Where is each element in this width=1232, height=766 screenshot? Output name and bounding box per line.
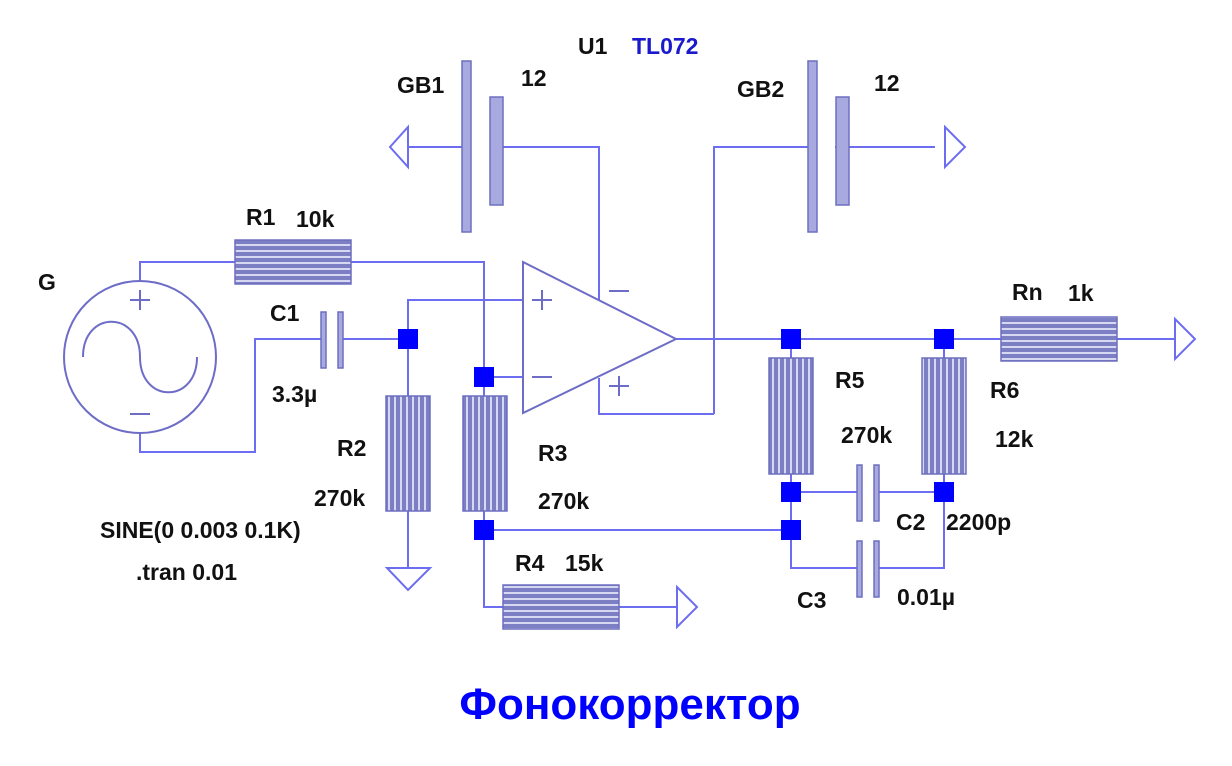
gb2-ref-label: GB2 [737, 76, 784, 102]
gb2-value-label: 12 [874, 70, 900, 96]
r4-ref-label: R4 [515, 550, 545, 576]
c1-ref-label: C1 [270, 300, 300, 326]
c1-plate-right [337, 311, 344, 369]
resistor-r4[interactable] [502, 584, 620, 630]
ground-arrow-gb2 [944, 124, 967, 170]
rn-ref-label: Rn [1012, 279, 1043, 305]
c3-ref-label: C3 [797, 587, 826, 613]
r1-value-label: 10k [296, 206, 335, 232]
c3-plate-left [856, 540, 863, 598]
c2-ref-label: C2 [896, 509, 925, 535]
capacitor-c3[interactable] [856, 540, 880, 598]
resistor-r6[interactable] [921, 357, 967, 475]
wire-gb1-opamp [503, 146, 600, 300]
gb2-long-plate [807, 60, 818, 233]
junction-dot[interactable] [781, 329, 801, 349]
opamp-in-plus-icon [532, 290, 552, 310]
wire-opamp-vplus [598, 378, 714, 415]
r5-value-label: 270k [841, 422, 892, 448]
wire-r1-r3 [351, 261, 485, 377]
c3-plate-right [873, 540, 880, 598]
wire-c3-r6 [876, 474, 945, 569]
junction-dot[interactable] [934, 329, 954, 349]
output-port-arrow [1174, 316, 1197, 362]
generator-plus-icon [130, 290, 150, 310]
junction-dot[interactable] [474, 520, 494, 540]
capacitor-c2[interactable] [856, 464, 880, 522]
wire-r5-c3 [790, 474, 858, 569]
c3-value-label: 0.01µ [897, 584, 955, 610]
capacitor-c1[interactable] [320, 311, 344, 369]
junction-dot[interactable] [474, 367, 494, 387]
battery-gb1[interactable] [461, 60, 504, 233]
junction-dot[interactable] [781, 520, 801, 540]
opamp-supply-plus-icon [609, 376, 629, 396]
c1-plate-left [320, 311, 327, 369]
gb1-value-label: 12 [521, 65, 547, 91]
generator-ref-label: G [38, 269, 56, 295]
ground-arrow-r2 [384, 567, 433, 592]
resistor-r1[interactable] [234, 239, 352, 285]
r2-value-label: 270k [314, 485, 365, 511]
ground-arrow-r4 [676, 584, 699, 630]
junctions [398, 329, 954, 540]
c2-plate-left [856, 464, 863, 522]
c2-value-label: 2200p [946, 509, 1011, 535]
r6-ref-label: R6 [990, 377, 1019, 403]
rn-value-label: 1k [1068, 280, 1094, 306]
resistor-r3[interactable] [462, 395, 508, 512]
r6-value-label: 12k [995, 426, 1034, 452]
r2-ref-label: R2 [337, 435, 366, 461]
signal-generator[interactable] [63, 280, 217, 434]
resistor-r2[interactable] [385, 395, 431, 512]
resistor-rn[interactable] [1000, 316, 1118, 362]
wire-node-inplus [407, 299, 523, 339]
gb1-long-plate [461, 60, 472, 233]
r1-ref-label: R1 [246, 204, 276, 230]
resistor-r5[interactable] [768, 357, 814, 475]
schematic-title: Фонокорректор [459, 680, 800, 729]
ground-arrow-gb1 [388, 124, 409, 170]
gb1-ref-label: GB1 [397, 72, 445, 98]
r4-value-label: 15k [565, 550, 604, 576]
battery-gb2[interactable] [807, 60, 850, 233]
junction-dot[interactable] [934, 482, 954, 502]
gb2-short-plate [835, 96, 850, 206]
opamp-u1[interactable] [522, 260, 679, 415]
c2-plate-right [873, 464, 880, 522]
r3-ref-label: R3 [538, 440, 567, 466]
opamp-triangle [522, 260, 679, 415]
wire-g-c1 [139, 338, 325, 453]
wire-g-r1 [139, 261, 235, 281]
gb1-short-plate [489, 96, 504, 206]
wire-gb2-opamp [713, 146, 808, 414]
wire-r3-r4 [483, 511, 503, 608]
r3-value-label: 270k [538, 488, 589, 514]
opamp-model-label: TL072 [632, 33, 698, 59]
sine-wave-icon [82, 320, 198, 394]
generator-circle [63, 280, 217, 434]
r5-ref-label: R5 [835, 367, 865, 393]
c1-value-label: 3.3µ [272, 381, 317, 407]
tran-directive-label: .tran 0.01 [136, 559, 237, 585]
junction-dot[interactable] [398, 329, 418, 349]
junction-dot[interactable] [781, 482, 801, 502]
opamp-ref-label: U1 [578, 33, 608, 59]
generator-source-label: SINE(0 0.003 0.1K) [100, 517, 301, 543]
